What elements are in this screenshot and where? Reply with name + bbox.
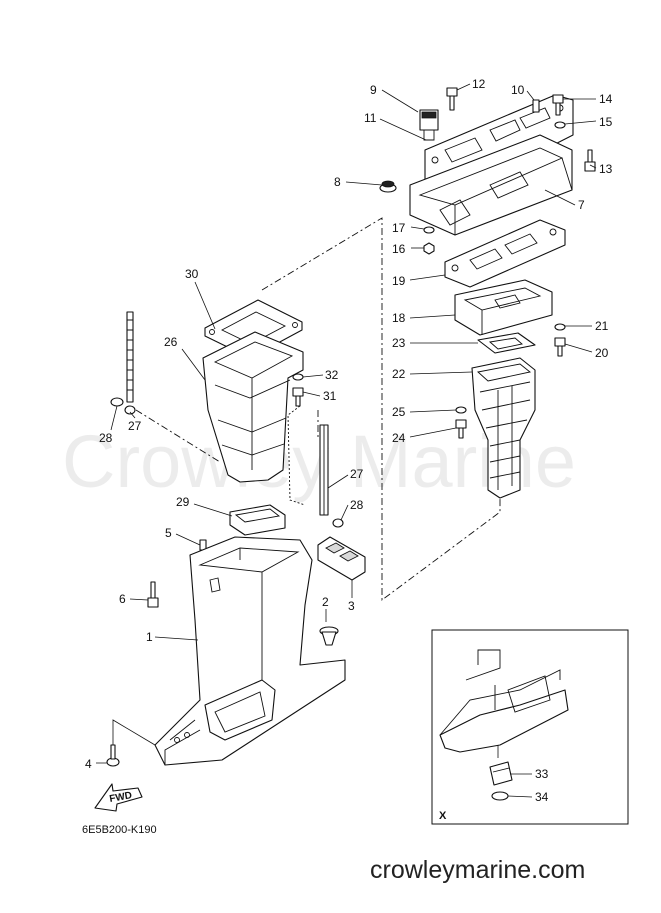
cable-chain: [287, 405, 306, 506]
detail-view-label: X: [439, 810, 447, 822]
gasket-19: [444, 219, 566, 288]
plug-2: [319, 626, 339, 646]
callout-16: 16: [392, 242, 406, 256]
callout-23: 23: [392, 336, 406, 350]
leader-lines: [96, 83, 597, 798]
mount-rubber-27-right: [319, 424, 329, 516]
washer-28-left: [110, 397, 136, 415]
callout-12: 12: [472, 77, 486, 91]
bolt-24: [455, 419, 467, 439]
fwd-arrow-icon: FWD: [94, 783, 143, 812]
exhaust-manifold-18: [454, 279, 553, 336]
callout-27-right: 27: [350, 467, 364, 481]
callout-4: 4: [85, 757, 92, 771]
bolt-12: [446, 87, 458, 111]
detail-view-x: X: [431, 629, 629, 825]
washer-21: [554, 323, 566, 331]
callout-20: 20: [595, 346, 609, 360]
callout-33: 33: [535, 767, 549, 781]
mount-rubber-27-left: [126, 311, 134, 403]
grommet-8: [379, 180, 397, 193]
bolt-20: [554, 337, 566, 357]
cover-3: [317, 536, 366, 581]
washer-17: [423, 226, 435, 234]
seal-29: [229, 504, 286, 536]
valve-9: [419, 109, 439, 141]
callout-2: 2: [322, 595, 329, 609]
callout-13: 13: [599, 162, 613, 176]
callout-8: 8: [334, 175, 341, 189]
callout-5: 5: [165, 526, 172, 540]
bolt-31: [292, 387, 304, 407]
nut-16: [423, 242, 435, 255]
callout-3: 3: [348, 599, 355, 613]
washer-25: [455, 406, 467, 414]
callout-29: 29: [176, 495, 190, 509]
gasket-23: [477, 332, 536, 354]
callout-6: 6: [119, 592, 126, 606]
muffler-22: [471, 357, 536, 499]
callout-11: 11: [364, 111, 377, 125]
callout-28-left: 28: [99, 431, 113, 445]
callout-26: 26: [164, 335, 178, 349]
callout-34: 34: [535, 790, 549, 804]
pin-10: [532, 99, 540, 113]
website-text: crowleymarine.com: [370, 856, 585, 884]
washer-32: [292, 373, 304, 381]
callout-15: 15: [599, 115, 613, 129]
washer-28-right: [332, 518, 344, 528]
callout-7: 7: [578, 198, 585, 212]
screw-4: [106, 744, 120, 767]
callout-18: 18: [392, 311, 406, 325]
callout-10: 10: [511, 83, 525, 97]
callout-27-left: 27: [128, 419, 142, 433]
callout-17: 17: [392, 221, 406, 235]
callout-30: 30: [185, 267, 199, 281]
diagram-code: 6E5B200-K190: [82, 824, 157, 836]
inner-casing-26: [202, 331, 304, 483]
callout-labels: 1 2 3 4 5 6 7 8 9 10 11 12 13 14 15 16 1…: [85, 77, 613, 804]
callout-32: 32: [325, 368, 339, 382]
fwd-label: FWD: [109, 790, 133, 805]
exhaust-guide-7: [409, 134, 573, 236]
callout-25: 25: [392, 405, 406, 419]
callout-31: 31: [323, 389, 337, 403]
callout-1: 1: [146, 630, 153, 644]
bolt-13: [584, 149, 596, 172]
bolt-6: [147, 581, 159, 608]
callout-22: 22: [392, 367, 406, 381]
callout-21: 21: [595, 319, 609, 333]
callout-19: 19: [392, 274, 406, 288]
assembly-boundary-lines: [135, 217, 501, 601]
washer-15: [554, 121, 566, 129]
callout-14: 14: [599, 92, 613, 106]
callout-9: 9: [370, 83, 377, 97]
callout-24: 24: [392, 431, 406, 445]
callout-28-right: 28: [350, 498, 364, 512]
upper-casing-1: [154, 536, 346, 766]
